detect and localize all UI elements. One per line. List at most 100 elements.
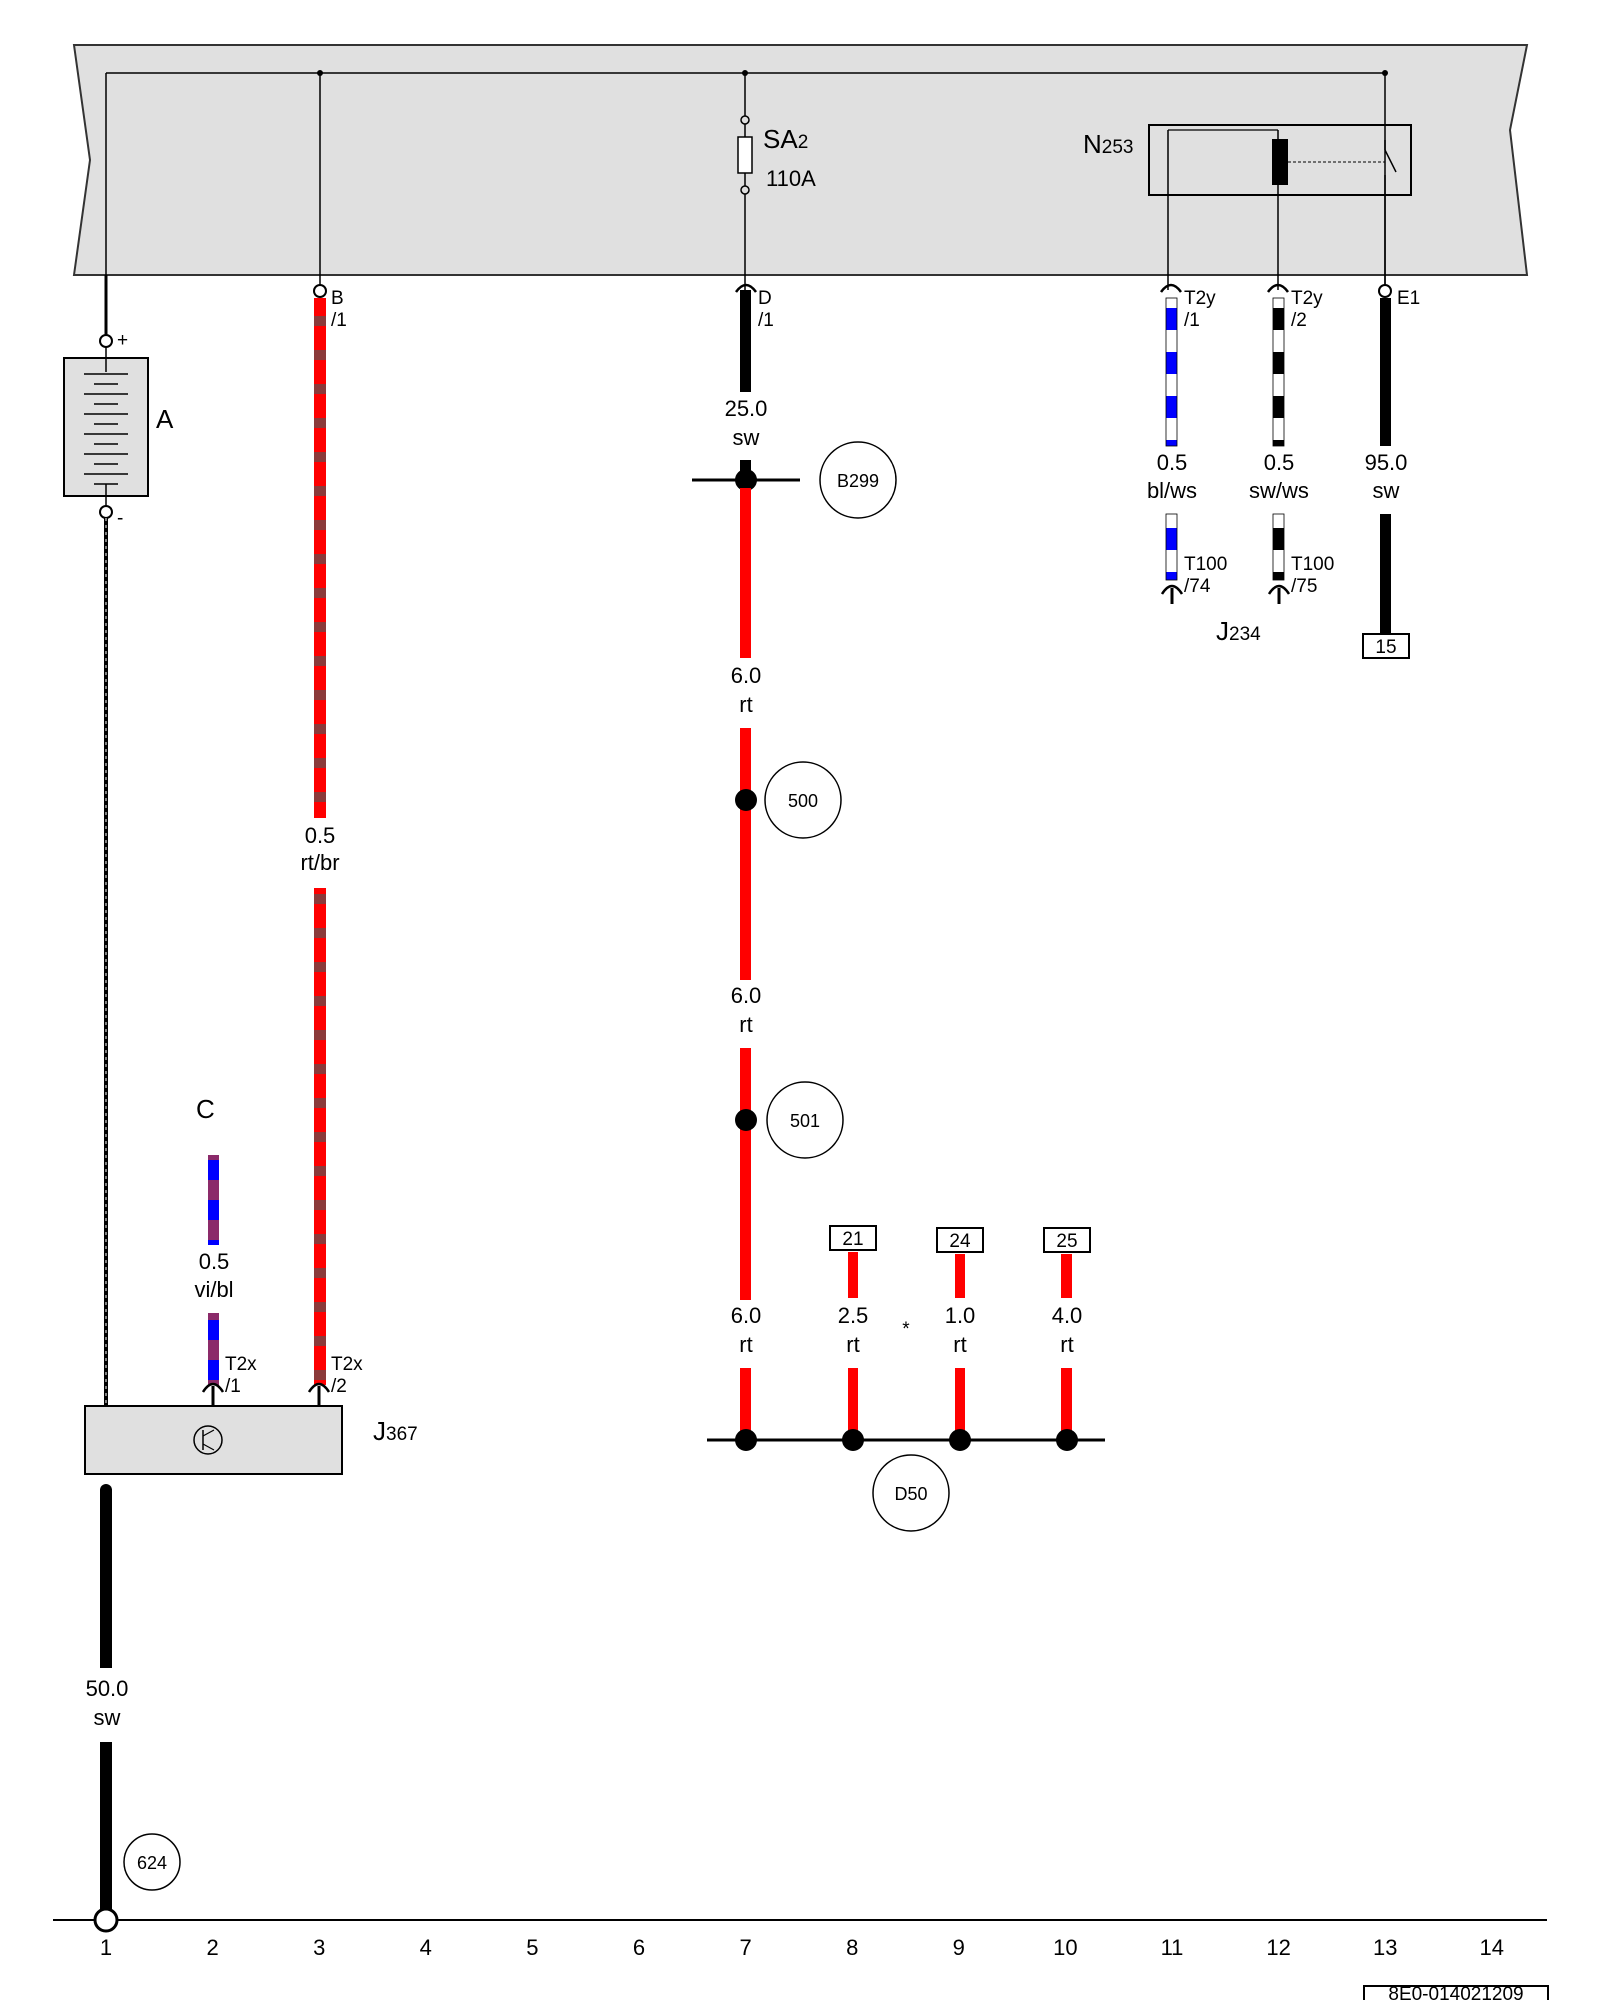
fuse-sa2: SA2 110A xyxy=(737,115,816,195)
connector-t2x1-name: T2x xyxy=(225,1354,257,1375)
wire-9-color: rt xyxy=(953,1332,966,1357)
connector-t2y1-name: T2y xyxy=(1184,288,1216,309)
grid-number-4: 4 xyxy=(420,1935,432,1960)
terminal-box-25-label: 25 xyxy=(1056,1231,1077,1252)
ground-point-624 xyxy=(123,1833,181,1891)
d50-node-9 xyxy=(949,1429,971,1451)
wire-8-color: rt xyxy=(846,1332,859,1357)
terminal-box-21-label: 21 xyxy=(842,1229,863,1250)
wire-10-upper xyxy=(1061,1254,1072,1298)
battery-plus-terminal xyxy=(99,334,113,348)
document-code-box xyxy=(1363,1985,1549,2000)
wire-7a-color: sw xyxy=(733,425,760,450)
wire-8-size: 2.5 xyxy=(838,1303,869,1328)
busbar-node-13 xyxy=(1382,70,1388,76)
wire-7d-lower xyxy=(740,1368,751,1440)
wire-3-color: rt/br xyxy=(300,850,339,875)
connector-t2y1-pin: /1 xyxy=(1184,310,1200,331)
connector-t2y2-pin: /2 xyxy=(1291,310,1307,331)
node-501 xyxy=(735,1109,757,1131)
grid-number-6: 6 xyxy=(633,1935,645,1960)
wire-7b-color: rt xyxy=(739,692,752,717)
connector-d-socket xyxy=(734,283,758,293)
terminal-box-24 xyxy=(936,1227,984,1253)
b299-node xyxy=(735,469,757,491)
relay-n253: N253 xyxy=(1083,124,1412,290)
wire-12-upper xyxy=(1272,297,1285,447)
connector-e1-terminal xyxy=(1378,284,1392,298)
connector-t2x2-pin: /2 xyxy=(331,1376,347,1397)
connector-t2x2-socket xyxy=(307,1382,331,1393)
grid-number-10: 10 xyxy=(1053,1935,1077,1960)
node-500 xyxy=(735,789,757,811)
airbag-unit-name: J234 xyxy=(1216,616,1261,646)
grid-number-14: 14 xyxy=(1480,1935,1504,1960)
connector-t100-74-socket xyxy=(1160,584,1184,595)
connector-t100-75-socket xyxy=(1267,584,1291,595)
connector-t2x1-socket xyxy=(201,1382,225,1393)
battery-minus-terminal xyxy=(99,505,113,519)
wire-7c-color: rt xyxy=(739,1012,752,1037)
wire-3-lower xyxy=(314,888,326,1385)
grid-number-13: 13 xyxy=(1373,1935,1397,1960)
wire-11-size: 0.5 xyxy=(1157,450,1188,475)
wire-9-upper xyxy=(955,1254,965,1298)
asterisk-note: * xyxy=(902,1319,910,1340)
wire-2-upper xyxy=(208,1155,219,1245)
ground-point-624-label: 624 xyxy=(137,1853,167,1873)
wire-11-color: bl/ws xyxy=(1147,478,1197,503)
connection-d50 xyxy=(872,1454,950,1532)
wire-12-size: 0.5 xyxy=(1264,450,1295,475)
connection-501-label: 501 xyxy=(790,1111,820,1131)
wire-13-color: sw xyxy=(1373,478,1400,503)
wire-1-upper xyxy=(100,1490,112,1668)
wire-13-upper xyxy=(1380,298,1391,446)
wire-7d-size: 6.0 xyxy=(731,1303,762,1328)
connector-d-name: D xyxy=(758,288,772,309)
wire-11-upper xyxy=(1165,297,1178,447)
connector-t2x1-pin: /1 xyxy=(225,1376,241,1397)
connector-b-terminal xyxy=(313,284,327,298)
wire-1-lower xyxy=(100,1742,112,1918)
connector-t100-75-name: T100 xyxy=(1291,554,1334,575)
connection-b299-label: B299 xyxy=(837,471,879,491)
connector-t100-75-pin: /75 xyxy=(1291,576,1317,597)
grid-number-7: 7 xyxy=(739,1935,751,1960)
fuse-name: SA2 xyxy=(763,124,808,154)
wire-10-lower xyxy=(1061,1368,1072,1440)
wire-10-color: rt xyxy=(1060,1332,1073,1357)
wire-7a-size: 25.0 xyxy=(725,396,768,421)
grid-number-5: 5 xyxy=(526,1935,538,1960)
wire-9-lower xyxy=(955,1368,965,1440)
wire-1-color: sw xyxy=(94,1705,121,1730)
relay-name: N253 xyxy=(1083,129,1133,159)
wire-11-lower xyxy=(1165,513,1178,581)
wire-7b xyxy=(740,488,751,658)
wire-2-lower xyxy=(208,1313,219,1385)
busbar-node-3 xyxy=(317,70,323,76)
control-unit-name: J367 xyxy=(373,1416,418,1446)
connection-500 xyxy=(764,761,842,839)
wire-12-lower xyxy=(1272,513,1285,581)
sensor-name: C xyxy=(196,1094,215,1124)
wire-3-upper xyxy=(314,298,326,818)
wire-12-color: sw/ws xyxy=(1249,478,1309,503)
busbar-node-7 xyxy=(742,70,748,76)
wire-1-size: 50.0 xyxy=(86,1676,129,1701)
d50-node-8 xyxy=(842,1429,864,1451)
transistor-icon xyxy=(193,1425,223,1455)
grid-number-2: 2 xyxy=(206,1935,218,1960)
wire-8-upper xyxy=(848,1252,858,1298)
terminal-box-21 xyxy=(829,1225,877,1251)
connector-t100-74-name: T100 xyxy=(1184,554,1227,575)
connector-t2y2-name: T2y xyxy=(1291,288,1323,309)
relay-switch xyxy=(1384,149,1397,173)
d50-node-10 xyxy=(1056,1429,1078,1451)
terminal-box-15 xyxy=(1362,633,1410,659)
connector-b-pin: /1 xyxy=(331,310,347,331)
connection-d50-label: D50 xyxy=(894,1484,927,1504)
connector-t2y2-socket xyxy=(1266,283,1290,293)
